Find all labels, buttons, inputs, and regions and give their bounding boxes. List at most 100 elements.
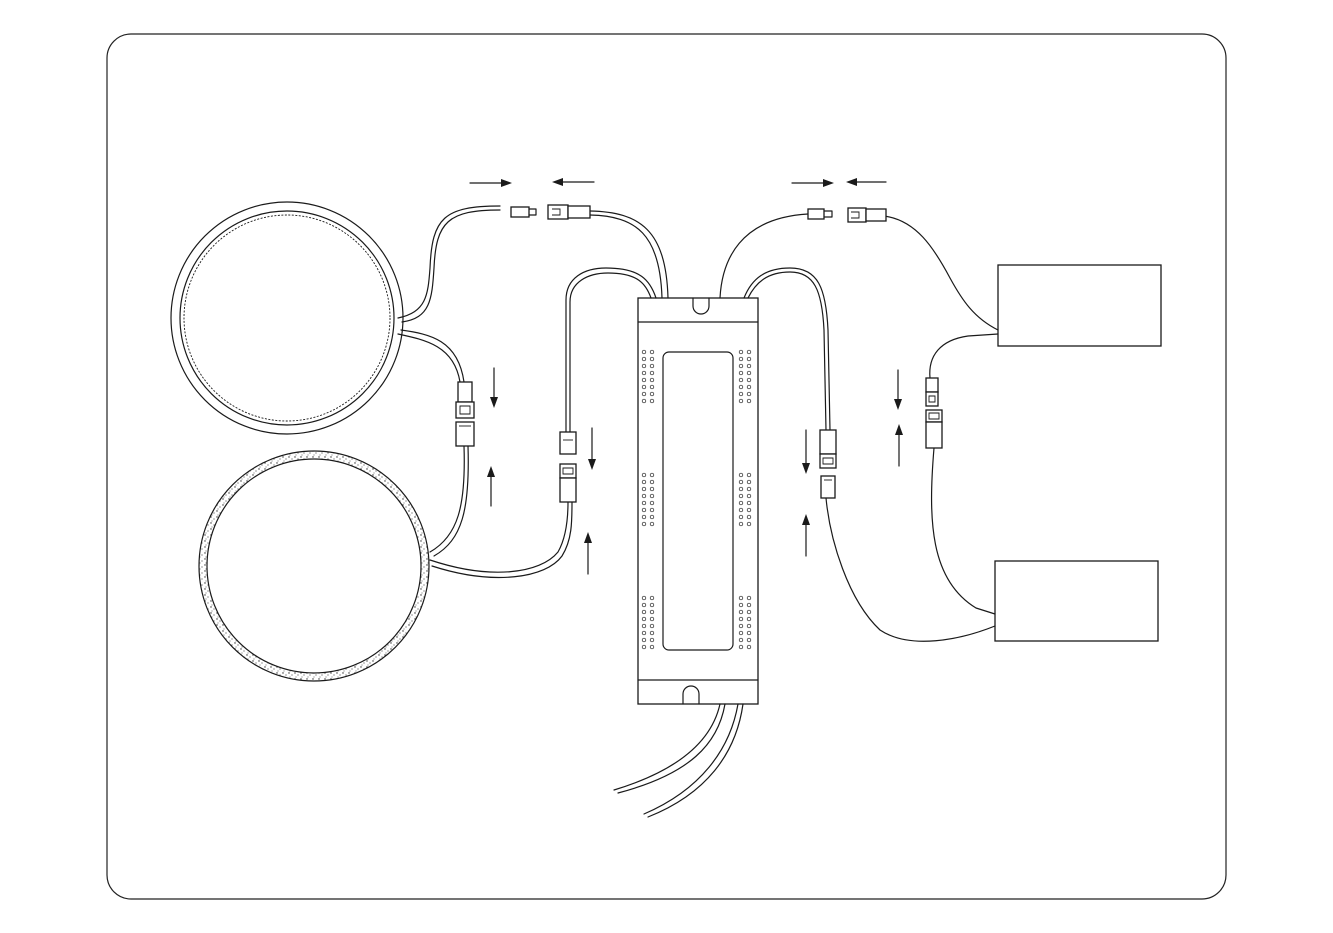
- vent-hole: [641, 349, 647, 355]
- vent-hole: [746, 609, 752, 615]
- vent-hole: [746, 493, 752, 499]
- vent-hole: [738, 363, 744, 369]
- vent-hole: [641, 398, 647, 404]
- vent-hole: [649, 384, 655, 390]
- vent-hole: [649, 370, 655, 376]
- arrow: [802, 514, 810, 557]
- arrow: [487, 466, 495, 507]
- vent-hole: [746, 637, 752, 643]
- vent-hole: [738, 637, 744, 643]
- vent-hole: [738, 595, 744, 601]
- vent-hole: [738, 644, 744, 650]
- arrow: [469, 179, 512, 187]
- vent-hole: [746, 595, 752, 601]
- vent-hole: [738, 472, 744, 478]
- vent-hole: [746, 630, 752, 636]
- vent-hole: [649, 500, 655, 506]
- vent-hole: [641, 521, 647, 527]
- vent-hole: [641, 384, 647, 390]
- vent-hole: [641, 623, 647, 629]
- vent-hole: [649, 398, 655, 404]
- vent-hole: [649, 486, 655, 492]
- arrow: [552, 178, 595, 186]
- vent-hole: [746, 602, 752, 608]
- vent-hole: [649, 514, 655, 520]
- vent-hole: [738, 398, 744, 404]
- vent-hole: [738, 370, 744, 376]
- vent-hole: [641, 493, 647, 499]
- vent-hole: [641, 637, 647, 643]
- connector-center-right: [819, 429, 837, 499]
- vent-hole: [738, 507, 744, 513]
- vent-hole: [738, 609, 744, 615]
- vent-hole: [649, 479, 655, 485]
- vent-hole: [649, 507, 655, 513]
- vent-hole: [641, 377, 647, 383]
- vent-hole: [746, 377, 752, 383]
- vent-hole: [641, 370, 647, 376]
- vent-hole: [746, 349, 752, 355]
- vent-hole: [649, 391, 655, 397]
- vent-hole: [738, 630, 744, 636]
- vent-hole: [649, 349, 655, 355]
- vent-hole: [649, 521, 655, 527]
- arrow: [895, 424, 903, 467]
- vent-hole: [746, 486, 752, 492]
- arrow: [894, 369, 902, 410]
- vent-hole: [746, 521, 752, 527]
- vent-hole: [641, 609, 647, 615]
- vent-holes: [641, 349, 752, 650]
- arrow: [584, 532, 592, 575]
- connector-top-right: [807, 207, 887, 223]
- driver-label-window: [662, 351, 734, 651]
- arrow: [791, 179, 834, 187]
- vent-hole: [738, 479, 744, 485]
- insertion-arrows: [469, 178, 903, 575]
- vent-hole: [738, 349, 744, 355]
- vent-hole: [649, 609, 655, 615]
- vent-hole: [738, 356, 744, 362]
- driver-unit: [637, 297, 759, 705]
- vent-hole: [649, 623, 655, 629]
- vent-hole: [641, 630, 647, 636]
- connector-right-vertical: [925, 377, 943, 449]
- vent-hole: [649, 493, 655, 499]
- vent-hole: [649, 637, 655, 643]
- vent-hole: [746, 644, 752, 650]
- vent-hole: [649, 363, 655, 369]
- vent-hole: [641, 500, 647, 506]
- vent-hole: [641, 486, 647, 492]
- vent-hole: [746, 623, 752, 629]
- vent-hole: [649, 630, 655, 636]
- vent-hole: [738, 602, 744, 608]
- outer-frame: [106, 33, 1227, 900]
- vent-hole: [746, 356, 752, 362]
- vent-hole: [738, 493, 744, 499]
- vent-hole: [641, 507, 647, 513]
- ring-light-bottom: [198, 450, 430, 682]
- vent-hole: [746, 479, 752, 485]
- arrow: [802, 429, 810, 474]
- vent-hole: [641, 616, 647, 622]
- vent-hole: [649, 356, 655, 362]
- arrow: [490, 367, 498, 408]
- connector-center-left: [559, 431, 577, 503]
- vent-hole: [738, 391, 744, 397]
- vent-hole: [649, 602, 655, 608]
- ring-light-top: [170, 201, 404, 435]
- rect-light-top: [997, 264, 1162, 347]
- vent-hole: [746, 616, 752, 622]
- vent-hole: [746, 384, 752, 390]
- vent-hole: [746, 500, 752, 506]
- vent-hole: [738, 486, 744, 492]
- vent-hole: [738, 500, 744, 506]
- vent-hole: [649, 377, 655, 383]
- vent-hole: [641, 514, 647, 520]
- vent-hole: [641, 363, 647, 369]
- vent-hole: [738, 514, 744, 520]
- connector-left-vertical: [455, 381, 475, 447]
- vent-hole: [649, 644, 655, 650]
- rect-light-bottom: [994, 560, 1159, 642]
- vent-hole: [641, 472, 647, 478]
